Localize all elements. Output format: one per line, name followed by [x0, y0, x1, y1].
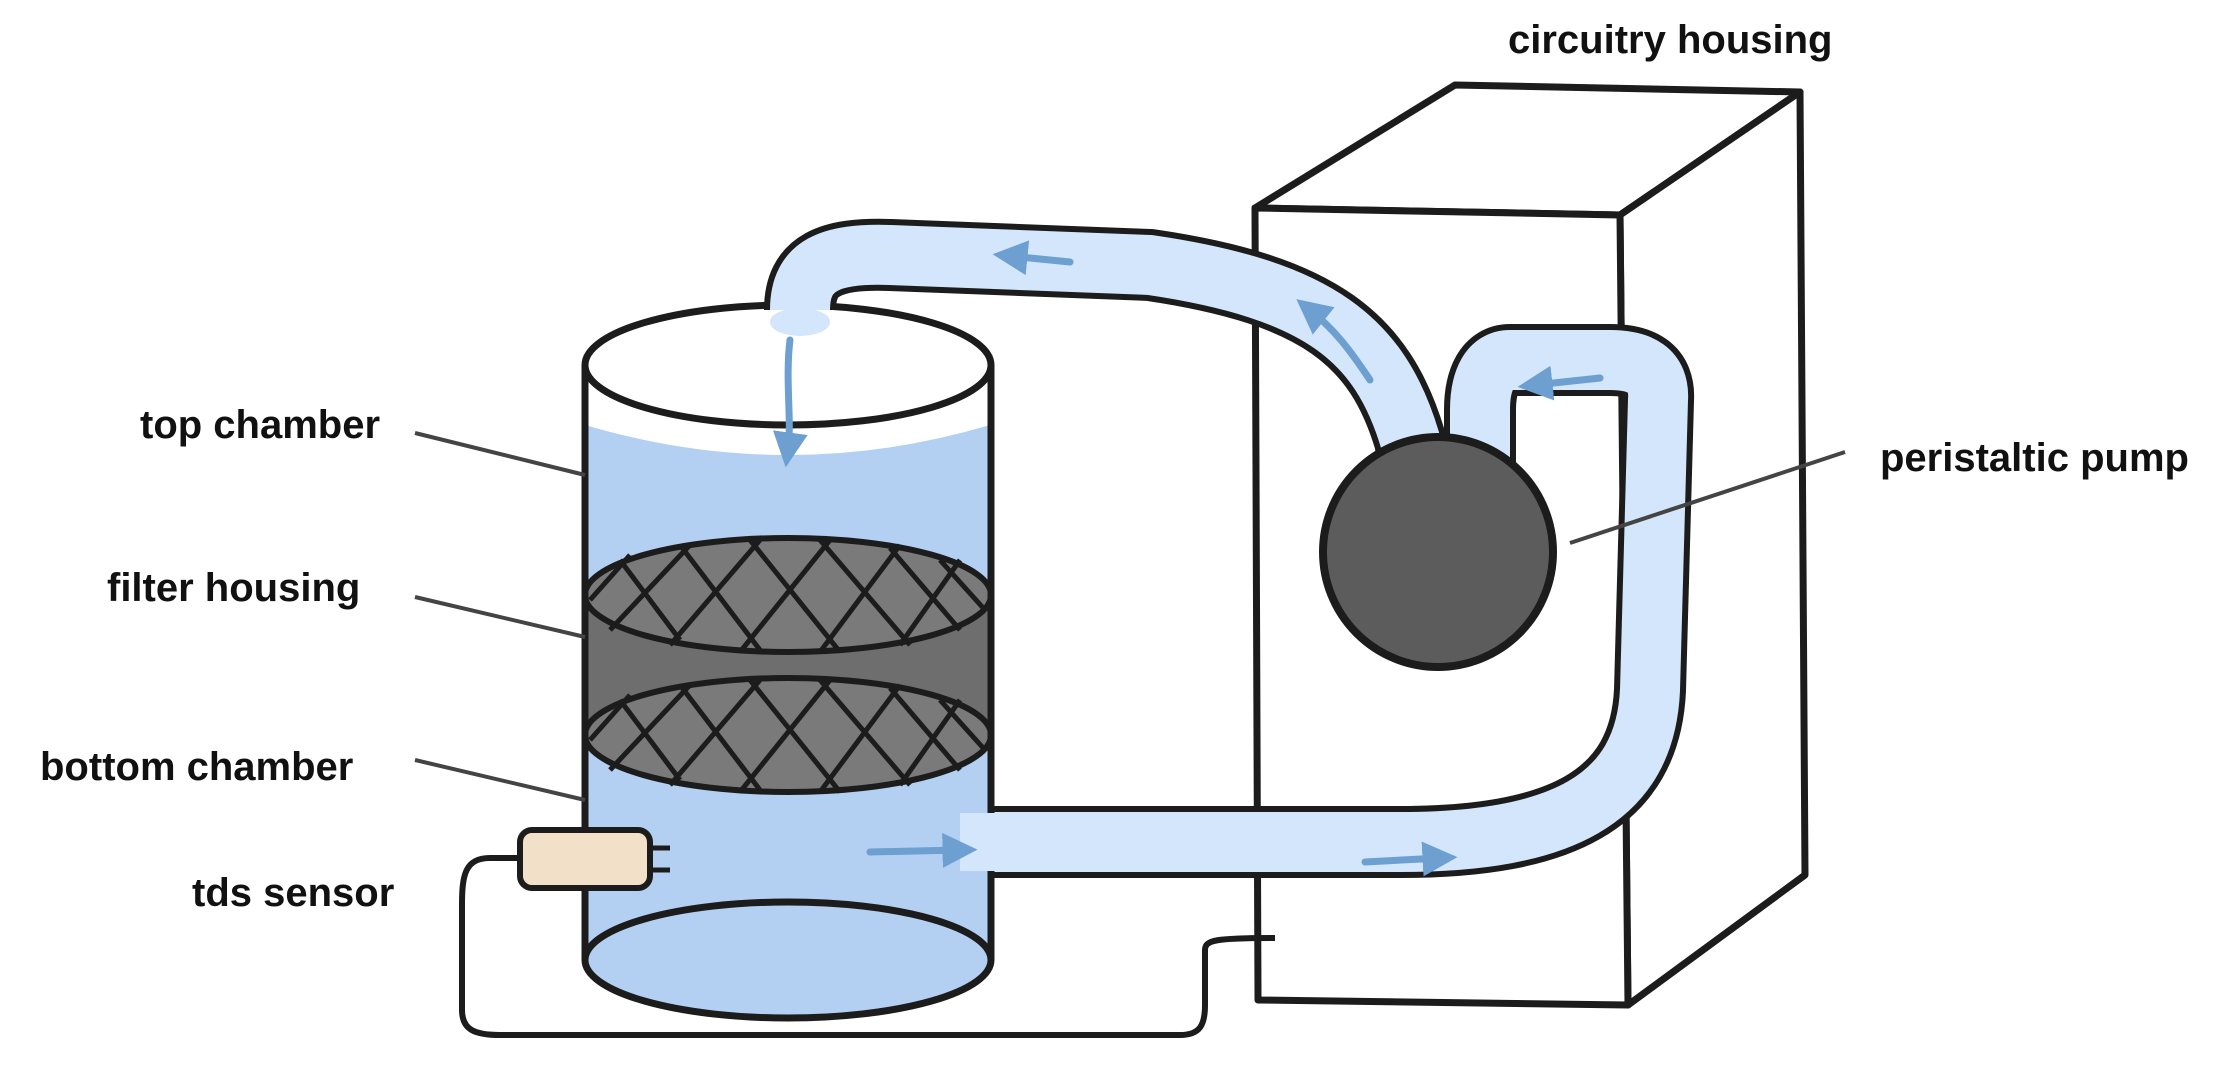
peristaltic-pump	[1319, 433, 1557, 671]
leader-bottom-chamber	[414, 758, 586, 802]
flow-arrow-bottom-tube	[1361, 841, 1458, 877]
outlet-stub	[960, 813, 1000, 871]
flow-arrow-top-tube	[992, 240, 1074, 276]
inlet-tube-mouth	[770, 308, 830, 336]
label-bottom-chamber: bottom chamber	[40, 745, 354, 789]
label-filter-housing: filter housing	[107, 566, 361, 610]
flow-arrow-pump-up	[1296, 299, 1374, 384]
flow-arrow-right-loop	[1517, 365, 1604, 401]
tds-sensor-wire	[459, 855, 1276, 1038]
inlet-tube	[764, 218, 1451, 476]
leader-filter-housing	[414, 595, 586, 639]
label-circuitry-housing: circuitry housing	[1508, 18, 1833, 62]
flow-arrow-down	[772, 336, 808, 468]
filter-mesh-bottom	[582, 675, 994, 795]
tds-sensor	[517, 827, 670, 891]
return-tube	[965, 324, 1695, 878]
label-top-chamber: top chamber	[140, 403, 381, 447]
flow-arrows	[772, 240, 1604, 877]
label-tds-sensor: tds sensor	[192, 871, 395, 915]
filter-cylinder	[581, 301, 995, 1022]
leader-lines	[414, 431, 1846, 802]
leader-top-chamber	[414, 431, 586, 477]
flow-arrow-chamber-out	[866, 832, 978, 868]
leader-peristaltic-pump	[1569, 450, 1846, 545]
filter-mesh-top	[582, 535, 994, 655]
label-peristaltic-pump: peristaltic pump	[1880, 436, 2189, 480]
cylinder-base	[581, 898, 995, 1022]
